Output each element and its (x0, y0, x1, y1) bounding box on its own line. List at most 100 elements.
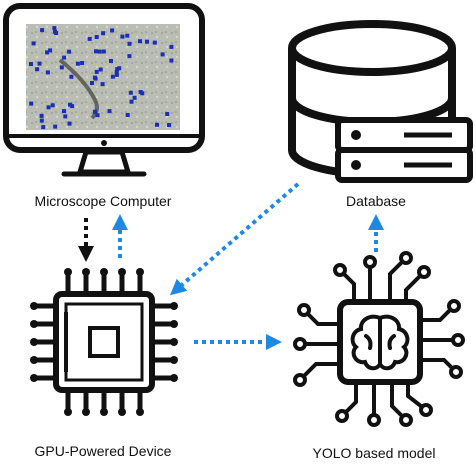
detection-box (132, 95, 137, 100)
detection-box (169, 58, 174, 63)
circuit-node (417, 265, 431, 279)
label-microscope-computer: Microscope Computer (35, 193, 172, 209)
chip-pin-end (30, 374, 38, 382)
chip-pin-end (170, 374, 178, 382)
detection-box (97, 49, 102, 54)
chip-pin-end (100, 408, 108, 416)
detection-box (92, 109, 97, 114)
circuit-trace (298, 362, 342, 382)
monitor-icon (3, 3, 205, 177)
label-database: Database (346, 193, 406, 209)
detection-box (138, 90, 143, 94)
circuit-node (297, 303, 311, 317)
detection-box (41, 125, 46, 130)
circuit-node (333, 263, 347, 277)
detection-box (62, 55, 67, 60)
circuit-node (449, 365, 463, 379)
detection-box (128, 90, 133, 95)
detection-box (67, 49, 72, 54)
chip-pin-end (170, 356, 178, 364)
chip-pin-end (100, 268, 108, 276)
detection-box (37, 61, 42, 66)
chip-pin-end (118, 408, 126, 416)
detection-box (127, 41, 132, 46)
circuit-node (293, 337, 307, 351)
chip-pin-end (82, 408, 90, 416)
circuit-node (399, 251, 413, 265)
detection-box (45, 70, 50, 75)
detection-box (68, 102, 72, 107)
detection-box (160, 52, 165, 57)
circuit-node (399, 413, 413, 427)
detection-box (117, 66, 122, 71)
detection-box (59, 65, 64, 70)
circuit-node (335, 409, 349, 423)
circuit-node (367, 413, 381, 427)
circuit-node (447, 299, 461, 313)
detection-box (46, 105, 51, 110)
chip-pin-end (170, 320, 178, 328)
chip-pin-end (30, 338, 38, 346)
detection-box (94, 69, 99, 74)
detection-box (35, 67, 40, 72)
chip-pin-end (30, 356, 38, 364)
detection-box (39, 118, 44, 123)
detection-box (62, 109, 66, 114)
detection-box (107, 109, 112, 114)
detection-box (127, 54, 132, 59)
detection-box (70, 104, 75, 109)
chip-pin-end (136, 268, 144, 276)
detection-box (98, 67, 103, 72)
circuit-trace (388, 256, 408, 304)
label-gpu-powered-device: GPU-Powered Device (35, 443, 172, 459)
detection-box (90, 81, 94, 85)
detection-box (101, 31, 106, 36)
circuit-trace (404, 270, 426, 304)
detection-box (80, 61, 85, 65)
detection-box (31, 41, 36, 46)
detection-box (114, 70, 119, 75)
detection-box (100, 82, 105, 87)
detection-box (52, 26, 57, 31)
detection-box (120, 34, 125, 39)
microscope-image (26, 24, 180, 130)
detection-box (101, 49, 106, 54)
detection-box (110, 74, 115, 79)
detection-box (110, 28, 115, 33)
circuit-node (363, 255, 377, 269)
brain-icon (350, 314, 410, 371)
arrow-database-to-gpu (169, 182, 300, 296)
detection-box (69, 74, 74, 79)
chip-pin-end (170, 338, 178, 346)
chip-pin-end (170, 302, 178, 310)
detection-box (125, 33, 130, 38)
detection-box (155, 122, 159, 127)
detection-box (145, 39, 149, 44)
processor-chip-icon (30, 268, 178, 416)
detection-box (45, 50, 50, 55)
label-yolo-model: YOLO based model (313, 445, 436, 461)
detection-box (138, 39, 142, 44)
chip-pin-end (30, 320, 38, 328)
detection-box (95, 113, 100, 118)
detection-box (29, 101, 34, 106)
detection-box (75, 61, 80, 66)
chip-pin-end (136, 408, 144, 416)
detection-box (165, 112, 170, 116)
detection-box (63, 114, 68, 119)
detection-box (169, 44, 174, 49)
circuit-trace (406, 380, 428, 412)
brain-chip-icon (293, 251, 465, 427)
circuit-node (451, 333, 465, 347)
detection-box (114, 72, 119, 77)
chip-pin-end (30, 302, 38, 310)
detection-boxes (29, 26, 174, 130)
circuit-node (419, 403, 433, 417)
detection-box (29, 62, 33, 66)
detection-box (92, 75, 97, 80)
chip-pin-end (64, 268, 72, 276)
chip-pin-end (82, 268, 90, 276)
detection-box (50, 103, 55, 108)
